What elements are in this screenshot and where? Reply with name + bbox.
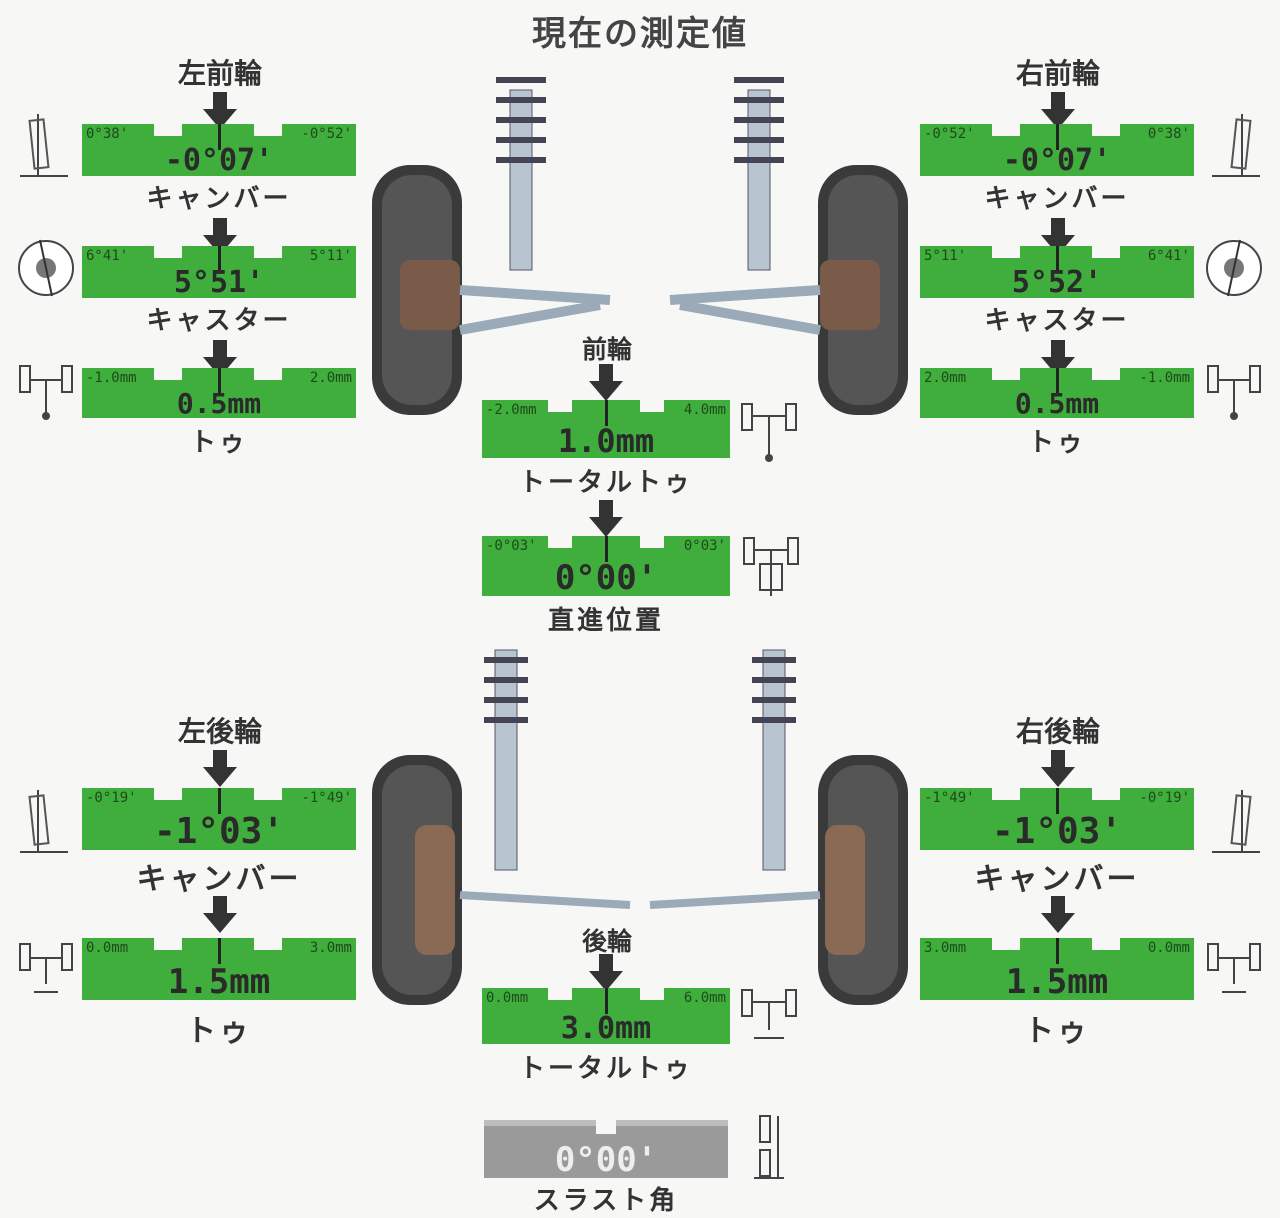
front-total-toe-gauge: -2.0mm 4.0mm 1.0mm: [482, 400, 730, 458]
gauge-value: 0°00': [554, 1140, 658, 1178]
rear-right-strut: [649, 649, 821, 909]
gauge-max: -0°19': [1139, 790, 1190, 806]
gauge-value: 1.0mm: [557, 422, 655, 458]
gauge-max: 2.0mm: [309, 370, 352, 386]
front-right-camber-gauge: -0°52' 0°38' -0°07': [920, 124, 1194, 176]
gauge-value: 5°51': [173, 265, 265, 298]
gauge-min: -0°19': [86, 790, 137, 806]
gauge-min: -1.0mm: [86, 370, 137, 386]
thrust-angle-gauge: 0°00': [484, 1120, 728, 1178]
rear-total-toe-label: トータルトゥ: [518, 1054, 693, 1084]
gauge-max: 0°03': [683, 538, 726, 554]
gauge-max: 0.0mm: [1147, 940, 1190, 956]
gauge-value: 0.5mm: [1014, 387, 1100, 418]
camber-label: キャンバー: [136, 862, 302, 897]
rear-right-camber-gauge: -1°49' -0°19' -1°03': [920, 788, 1194, 850]
front-right-caster-gauge: 5°11' 6°41' 5°52': [920, 246, 1194, 298]
gauge-value: -1°03': [991, 811, 1123, 850]
gauge-max: 3.0mm: [309, 940, 352, 956]
gauge-max: -1°49': [301, 790, 352, 806]
rear-total-toe-gauge: 0.0mm 6.0mm 3.0mm: [482, 988, 730, 1044]
caster-diagram-icon: [1206, 239, 1262, 297]
gauge-min: -0°52': [924, 126, 975, 142]
front-left-camber-gauge: 0°38' -0°52' -0°07': [82, 124, 356, 176]
gauge-max: 0°38': [1147, 126, 1190, 142]
rear-left-toe-gauge: 0.0mm 3.0mm 1.5mm: [82, 938, 356, 1000]
rear-right-title: 右後輪: [1015, 715, 1100, 748]
gauge-value: -0°07': [1002, 143, 1112, 176]
rear-left-tire: [372, 755, 462, 1005]
gauge-value: -0°07': [164, 143, 274, 176]
gauge-max: 6°41': [1147, 248, 1190, 264]
toe-diagram-icon: [1207, 943, 1261, 993]
camber-diagram-icon: [20, 114, 68, 177]
camber-diagram-icon: [1212, 790, 1260, 853]
gauge-max: 6.0mm: [683, 990, 726, 1006]
caster-diagram-icon: [18, 239, 74, 297]
front-left-strut: [459, 77, 611, 335]
gauge-min: 6°41': [86, 248, 129, 264]
gauge-value: 0°00': [554, 558, 658, 596]
front-right-tire: [818, 165, 908, 415]
gauge-max: -1.0mm: [1139, 370, 1190, 386]
front-left-title: 左前輪: [177, 57, 262, 90]
front-suspension-illustration: [372, 77, 908, 415]
toe-label: トゥ: [1027, 428, 1086, 458]
gauge-max: 5°11': [309, 248, 352, 264]
camber-diagram-icon: [20, 790, 68, 853]
gauge-min: -2.0mm: [486, 402, 537, 418]
rear-left-strut: [459, 649, 631, 909]
gauge-min: 2.0mm: [924, 370, 967, 386]
toe-diagram-icon: [19, 943, 73, 993]
total-toe-diagram-icon: [741, 403, 797, 462]
gauge-value: 0.5mm: [176, 387, 262, 418]
front-right-toe-gauge: 2.0mm -1.0mm 0.5mm: [920, 368, 1194, 418]
thrust-diagram-icon: [754, 1115, 784, 1179]
front-total-toe-label: トータルトゥ: [518, 468, 693, 498]
straight-ahead-diagram-icon: [743, 537, 799, 596]
toe-label: トゥ: [1024, 1014, 1090, 1049]
camber-label: キャンバー: [146, 184, 292, 214]
camber-label: キャンバー: [974, 862, 1140, 897]
rear-axle-title: 後輪: [581, 927, 632, 956]
toe-label: トゥ: [189, 428, 248, 458]
thrust-angle-label: スラスト角: [533, 1186, 679, 1216]
toe-diagram-icon: [19, 365, 73, 420]
gauge-min: -1°49': [924, 790, 975, 806]
rear-right-toe-gauge: 3.0mm 0.0mm 1.5mm: [920, 938, 1194, 1000]
toe-label: トゥ: [186, 1014, 252, 1049]
camber-diagram-icon: [1212, 114, 1260, 177]
page-title: 現在の測定値: [532, 14, 748, 54]
front-right-title: 右前輪: [1015, 57, 1100, 90]
caster-label: キャスター: [984, 306, 1130, 336]
front-left-toe-gauge: -1.0mm 2.0mm 0.5mm: [82, 368, 356, 418]
front-left-tire: [372, 165, 462, 415]
gauge-value: 3.0mm: [560, 1011, 652, 1044]
gauge-value: 1.5mm: [1005, 962, 1109, 1000]
rear-right-tire: [818, 755, 908, 1005]
gauge-min: 0.0mm: [86, 940, 129, 956]
total-toe-diagram-icon: [741, 989, 797, 1039]
toe-diagram-icon: [1207, 365, 1261, 420]
straight-ahead-gauge: -0°03' 0°03' 0°00': [482, 536, 730, 596]
straight-ahead-label: 直進位置: [547, 606, 664, 636]
rear-left-camber-gauge: -0°19' -1°49' -1°03': [82, 788, 356, 850]
rear-left-title: 左後輪: [177, 715, 262, 748]
front-right-strut: [669, 77, 821, 335]
camber-label: キャンバー: [984, 184, 1130, 214]
gauge-min: 3.0mm: [924, 940, 967, 956]
gauge-min: 5°11': [924, 248, 967, 264]
gauge-value: 5°52': [1011, 265, 1103, 298]
gauge-max: 4.0mm: [683, 402, 726, 418]
gauge-max: -0°52': [301, 126, 352, 142]
rear-suspension-illustration: [372, 649, 908, 1005]
gauge-min: 0°38': [86, 126, 129, 142]
gauge-value: 1.5mm: [167, 962, 271, 1000]
front-left-caster-gauge: 6°41' 5°11' 5°51': [82, 246, 356, 298]
gauge-min: 0.0mm: [486, 990, 529, 1006]
front-axle-title: 前輪: [581, 335, 632, 364]
gauge-min: -0°03': [486, 538, 537, 554]
caster-label: キャスター: [146, 306, 292, 336]
gauge-value: -1°03': [153, 811, 285, 850]
